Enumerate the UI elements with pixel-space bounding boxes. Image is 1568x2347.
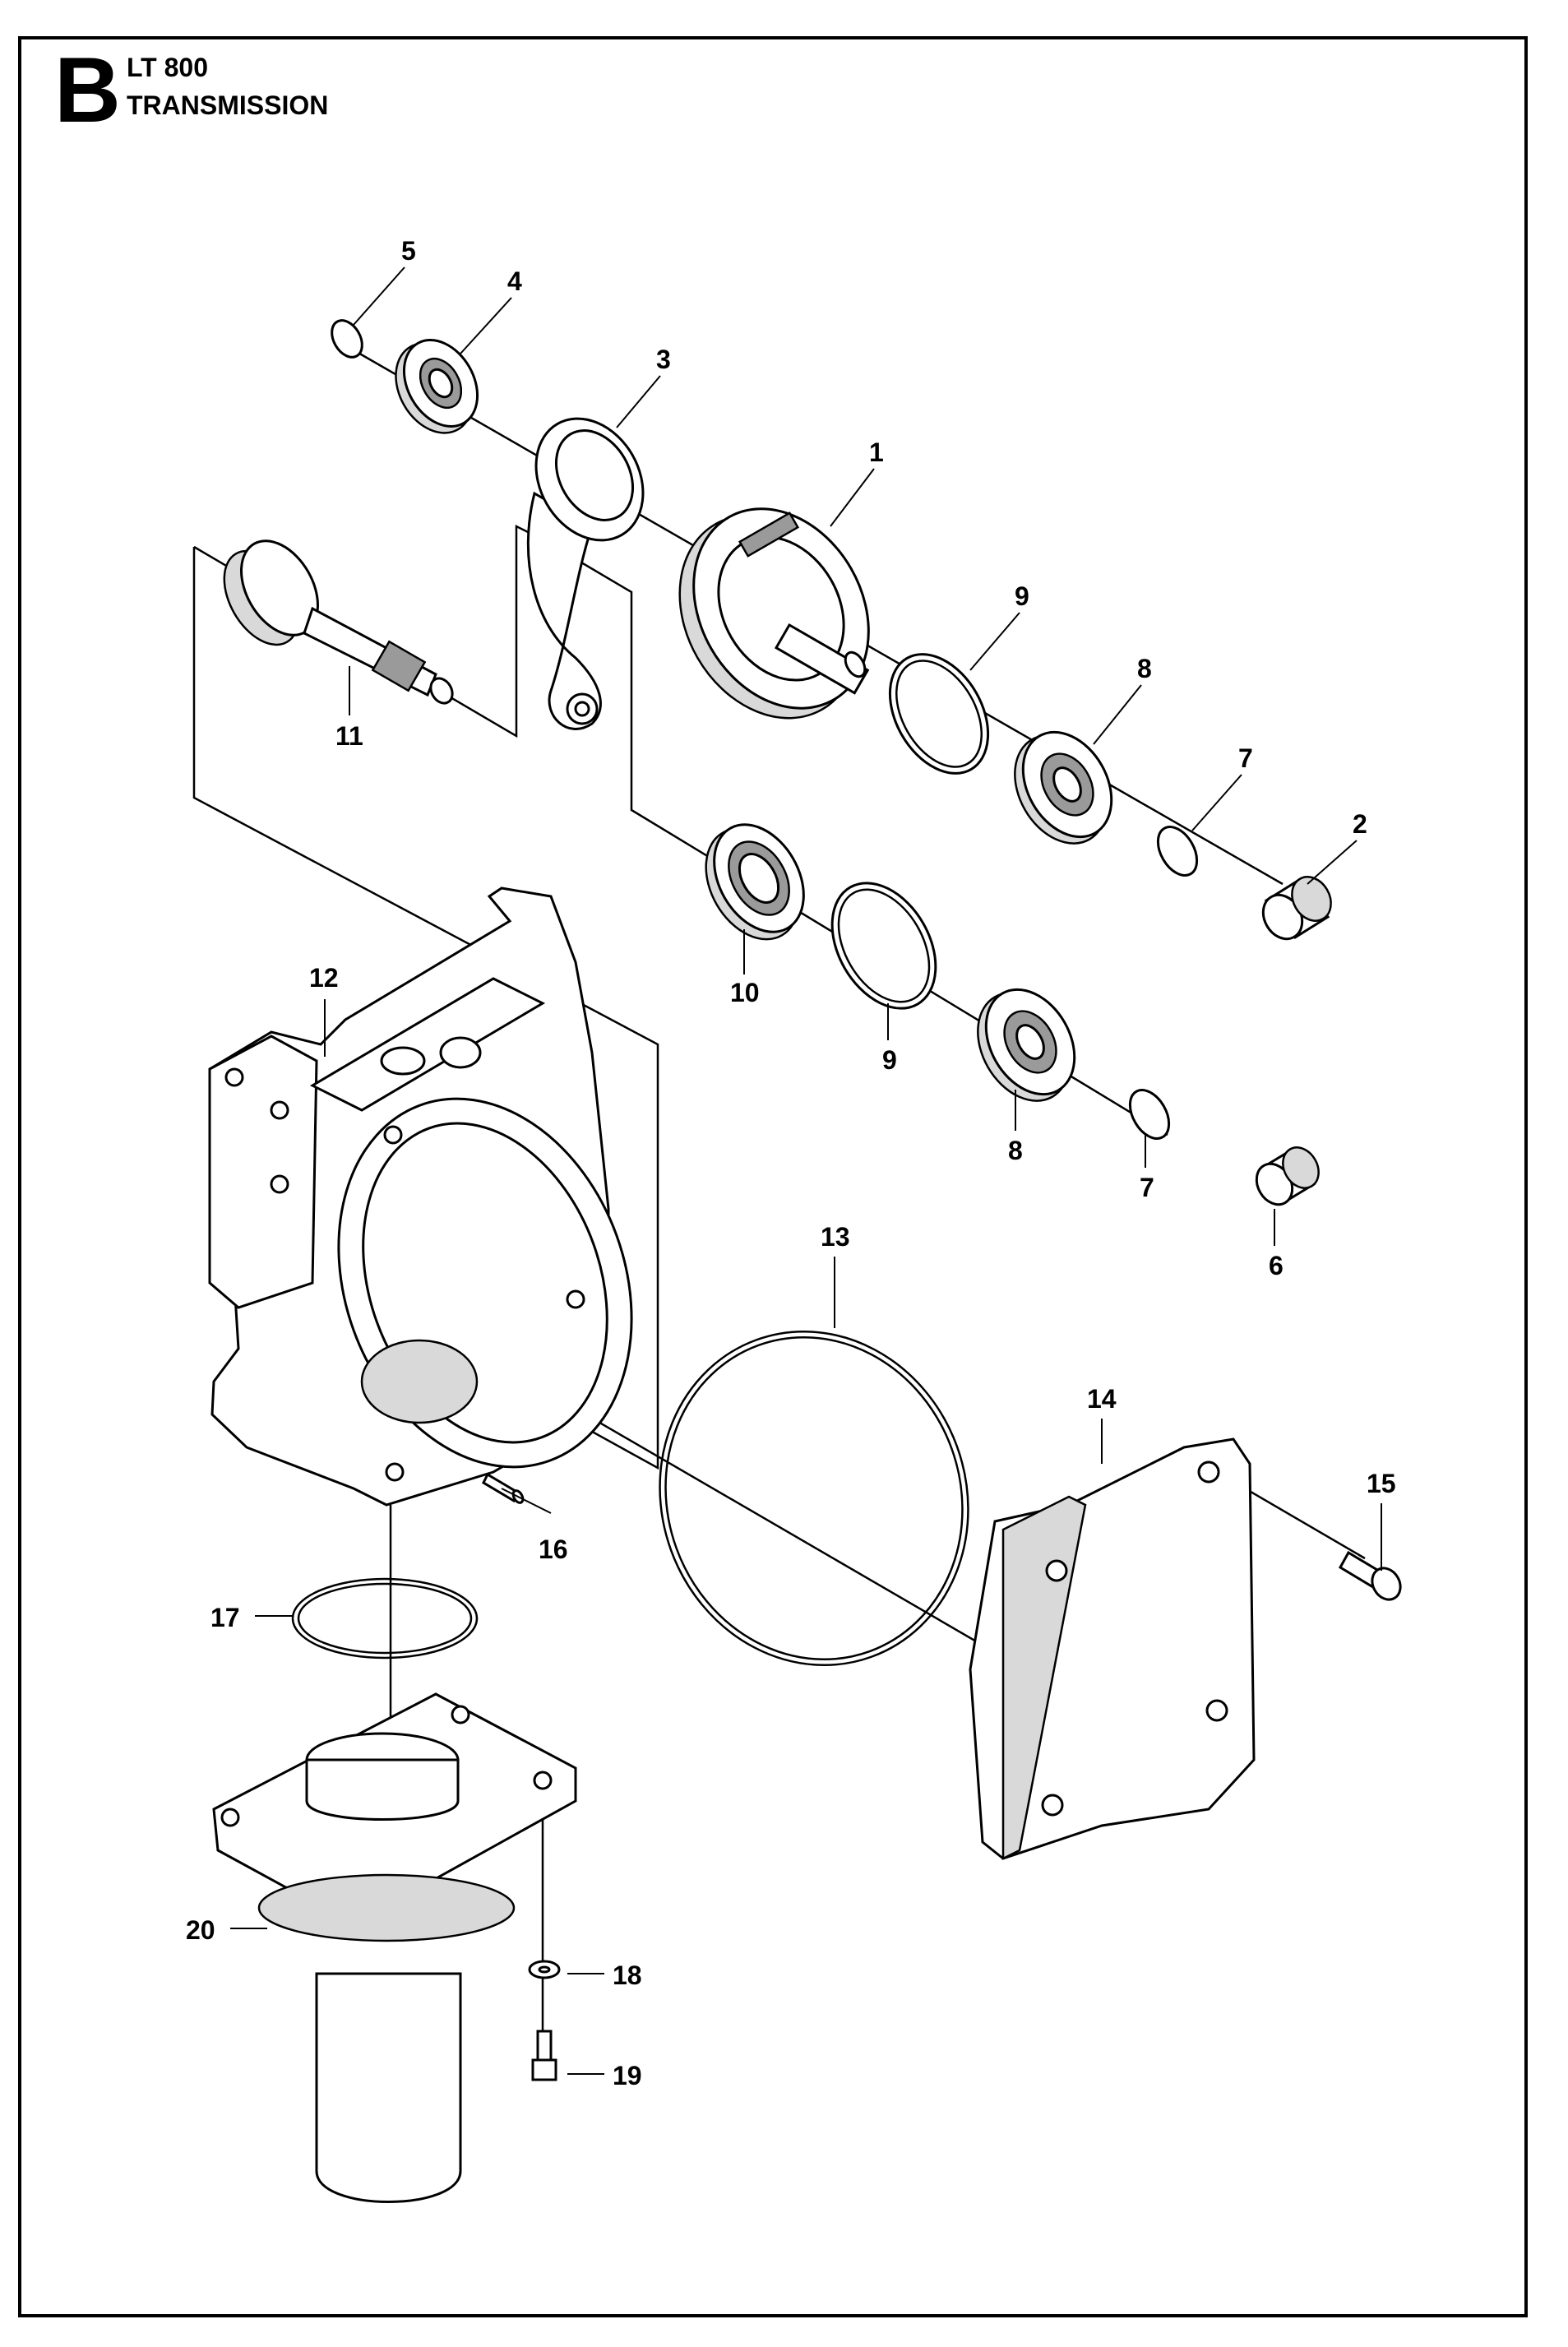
part-4-bearing	[395, 339, 479, 434]
part-2-bushing	[1261, 876, 1332, 941]
callout-19: 19	[613, 2061, 642, 2090]
callout-14: 14	[1087, 1384, 1117, 1414]
part-17-o-ring	[291, 1577, 479, 1660]
callout-11: 11	[335, 721, 363, 751]
callout-15: 15	[1367, 1469, 1396, 1498]
part-1-clutch-drum	[678, 507, 870, 720]
part-19-screw	[531, 2030, 557, 2081]
callout-5: 5	[401, 236, 416, 266]
callout-3: 3	[656, 345, 671, 374]
callout-7b: 7	[1140, 1173, 1154, 1202]
part-12-gear-housing	[208, 886, 633, 1507]
callout-labels: 5 4 3 1 9 8 7 2 11 10 9 8 7 6 12 13 14 1…	[186, 236, 1396, 2090]
part-7b-circlip	[1128, 1089, 1171, 1140]
callout-4: 4	[507, 266, 522, 296]
section-title: TRANSMISSION	[127, 90, 329, 120]
callout-2: 2	[1353, 809, 1367, 839]
callout-10: 10	[730, 978, 760, 1007]
part-6-bushing	[1255, 1146, 1320, 1206]
callout-6: 6	[1269, 1251, 1284, 1280]
callout-17: 17	[210, 1603, 240, 1632]
callout-12: 12	[309, 963, 339, 993]
part-20-tube-housing	[212, 1692, 577, 2203]
part-9a-ring	[888, 653, 990, 775]
part-10-seal	[705, 823, 805, 941]
model-title: LT 800	[127, 53, 208, 82]
part-9b-ring	[830, 882, 937, 1010]
part-3-arm	[526, 417, 645, 730]
part-8b-bearing	[977, 988, 1076, 1102]
part-7a-circlip	[1156, 826, 1199, 877]
callout-9a: 9	[1015, 581, 1029, 611]
part-5-circlip	[331, 319, 363, 359]
callout-9b: 9	[882, 1045, 897, 1075]
callout-16: 16	[539, 1535, 568, 1564]
part-8a-bearing	[1014, 730, 1113, 845]
callout-20: 20	[186, 1915, 215, 1945]
leader-lines	[230, 266, 1382, 2075]
part-16-pin	[482, 1472, 525, 1504]
callout-8a: 8	[1137, 654, 1152, 683]
callout-13: 13	[821, 1222, 850, 1252]
part-18-washer	[528, 1960, 561, 1979]
part-14-cover	[969, 1437, 1256, 1861]
callout-7a: 7	[1238, 743, 1253, 773]
part-15-screw	[1338, 1550, 1402, 1601]
section-letter: B	[54, 39, 121, 141]
callout-1: 1	[869, 437, 884, 467]
diagram-frame	[18, 36, 1528, 2317]
part-13-o-ring	[659, 1330, 969, 1667]
callout-8b: 8	[1008, 1136, 1023, 1165]
part-11-pinion-shaft	[223, 539, 454, 705]
callout-18: 18	[613, 1960, 642, 1990]
